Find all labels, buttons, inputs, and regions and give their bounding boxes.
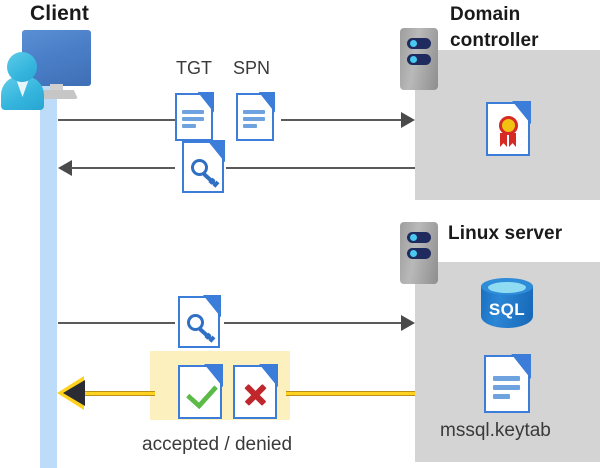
certificate-icon [486,101,531,156]
document-text-line [243,117,265,121]
flow-1-arrowhead-right [401,112,415,128]
document-text-line [243,110,265,114]
server-led-icon [410,234,417,242]
cross-document-icon [233,364,278,419]
monitor-base-icon [36,90,78,99]
domain-controller-title-line2: controller [450,30,539,51]
key-ring-icon [187,314,204,331]
server-led-icon [410,40,417,48]
document-text-line [493,385,520,390]
document-text-line [182,110,204,114]
flow-2-line-left [71,167,175,169]
user-computer-icon [0,0,110,115]
document-text-line [182,124,196,128]
domain-controller-title-line1: Domain [450,4,521,25]
certificate-ribbon-icon [509,133,516,147]
client-lifeline [40,74,57,468]
key-ring-icon [191,159,208,176]
keytab-file-icon [484,354,531,413]
server-bay-icon [407,54,431,65]
sql-label: SQL [488,300,526,319]
check-document-icon [178,364,223,419]
tgt-document-icon [175,92,214,141]
spn-document-icon [236,92,275,141]
document-text-line [493,394,510,399]
flow-4-line-left [80,391,155,396]
document-text-line [182,117,204,121]
sql-database-icon: SQL [481,278,533,334]
flow-4-line-right [286,391,415,396]
domain-controller-server-icon [400,28,438,90]
monitor-neck-icon [50,84,63,95]
server-bay-icon [407,248,431,259]
tgt-label: TGT [176,58,212,78]
flow-3-line-right [224,322,402,324]
certificate-ribbon-icon [500,133,507,147]
flow-4-arrowhead-left [63,380,85,406]
person-head-icon [7,52,37,82]
flow-3-arrowhead-right [401,315,415,331]
server-bay-icon [407,38,431,49]
sql-cylinder-inner [488,281,526,293]
keytab-filename-label: mssql.keytab [440,420,551,441]
key-document-icon [178,295,221,348]
spn-label: SPN [233,58,271,78]
domain-controller-title: Domain controller [450,2,600,54]
linux-server-server-icon [400,222,438,284]
certificate-medal-icon [499,116,518,135]
flow-2-line-right [226,167,415,169]
accepted-denied-caption: accepted / denied [142,434,293,455]
flow-1-line-right [281,119,402,121]
flow-1-line-left [58,119,175,121]
document-text-line [243,124,257,128]
flow-2-arrowhead-left [58,160,72,176]
server-bay-icon [407,232,431,243]
key-document-icon [182,140,225,193]
document-text-line [493,376,520,381]
flow-3-line-left [58,322,175,324]
server-led-icon [410,56,417,64]
client-title: Client [30,2,89,25]
linux-server-title: Linux server [448,223,563,244]
server-led-icon [410,250,417,258]
